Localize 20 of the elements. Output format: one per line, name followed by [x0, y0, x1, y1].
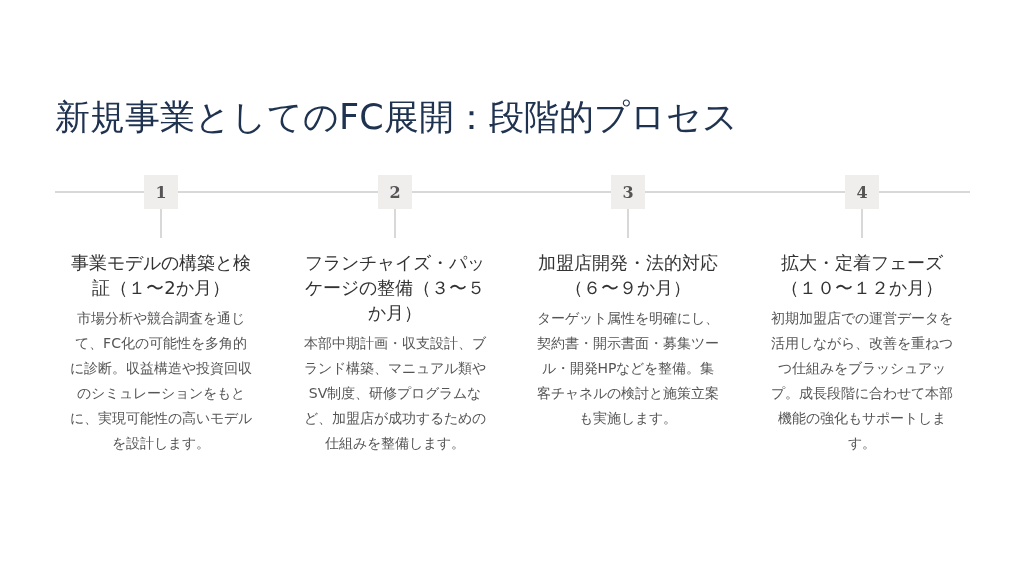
step-description: 本部中期計画・収支設計、ブランド構築、マニュアル類やSV制度、研修プログラムなど、加盟店が成功するための仕組みを整備します。 [303, 334, 487, 453]
connector-line [411, 191, 612, 193]
step-number: 3 [611, 175, 645, 209]
step-number: 2 [378, 175, 412, 209]
connector-line [644, 191, 846, 193]
step-heading: フランチャイズ・パッケージの整備（３〜５か月） [304, 251, 486, 325]
connector-line [177, 191, 379, 193]
step-description: ターゲット属性を明確にし、契約書・開示書面・募集ツール・開発HPなどを整備。集客チャネルの検討と施策立案も実施します。 [536, 309, 720, 428]
step-description: 市場分析や競合調査を通じて、FC化の可能性を多角的に診断。収益構造や投資回収のシミュレーションをもとに、実現可能性の高いモデルを設計します。 [69, 309, 253, 453]
connector-line [627, 208, 629, 239]
step-heading: 拡大・定着フェーズ（１０〜１２か月） [780, 251, 944, 300]
connector-line [160, 208, 162, 239]
title: 新規事業としてのFC展開：段階的プロセス [55, 96, 738, 139]
connector-line [861, 208, 863, 239]
step-heading: 事業モデルの構築と検証（１〜2か月） [70, 251, 252, 300]
step-description: 初期加盟店での運営データを活用しながら、改善を重ねつつ仕組みをブラッシュアップ。成長段階に合わせて本部機能の強化もサポートします。 [770, 309, 954, 453]
step-heading: 加盟店開発・法的対応（６〜９か月） [537, 251, 719, 300]
step-number: 4 [845, 175, 879, 209]
step-number: 1 [144, 175, 178, 209]
connector-line [394, 208, 396, 239]
